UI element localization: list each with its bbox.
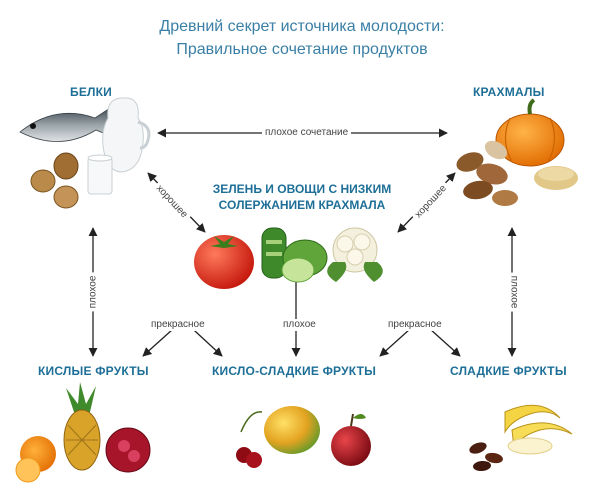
edge-label-starches-sweet: плохое [507, 272, 520, 312]
edge-label-proteins-sour: плохое [87, 272, 100, 312]
edge-label-proteins-starches: плохое сочетание [262, 127, 352, 139]
page-title-line-2: Правильное сочетание продуктов [176, 41, 428, 58]
sweet-fruits-illustration [469, 404, 573, 472]
sweet-sour-fruits-illustration [236, 406, 371, 468]
starches-illustration [456, 98, 578, 206]
node-greens-line-2: СОЛЕРЖАНИЕМ КРАХМАЛА [218, 198, 386, 212]
edge-label-greens-sweetsour: плохое [280, 319, 319, 331]
node-starches: КРАХМАЛЫ [473, 85, 545, 99]
node-sour-fruits: КИСЛЫЕ ФРУКТЫ [38, 364, 149, 378]
node-greens: ЗЕЛЕНЬ И ОВОЩИ С НИЗКИМ СОЛЕРЖАНИЕМ КРАХ… [180, 181, 424, 213]
proteins-illustration [19, 97, 151, 209]
node-proteins: БЕЛКИ [70, 85, 112, 99]
greens-illustration [194, 227, 383, 289]
node-greens-line-1: ЗЕЛЕНЬ И ОВОЩИ С НИЗКИМ [212, 182, 392, 196]
node-sweet-fruits: СЛАДКИЕ ФРУКТЫ [450, 364, 567, 378]
node-sweet-sour-fruits: КИСЛО-СЛАДКИЕ ФРУКТЫ [212, 364, 377, 378]
sour-fruits-illustration [15, 382, 151, 483]
edge-label-greens-sweet: прекрасное [385, 319, 445, 331]
page-title-line-1: Древний секрет источника молодости: [159, 18, 445, 35]
edge-label-greens-sour: прекрасное [148, 319, 208, 331]
